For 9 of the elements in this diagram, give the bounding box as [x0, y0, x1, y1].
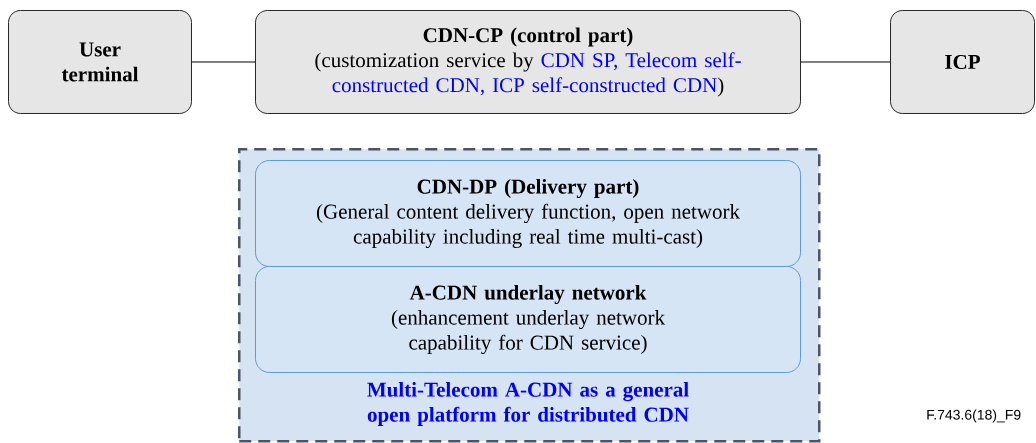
connector-line: [191, 61, 256, 63]
figure-id: F.743.6(18)_F9: [927, 409, 1021, 423]
connector-line: [800, 61, 891, 63]
platform-caption: Multi-Telecom A-CDN as a general open platform for distributed CDN: [367, 381, 689, 426]
process-box: CDN-CP (control part) (customization service by CDN SP, Telecom self-constructed CDN, ICP self-constructed CDN): [255, 10, 801, 114]
process-box: ICP: [890, 10, 1035, 114]
layer-box: A-CDN underlay network (enhancement underlay network capability for CDN service): [255, 266, 801, 373]
layer-box: CDN-DP (Delivery part) (General content delivery function, open network capability including real time multi-cast): [255, 160, 801, 267]
process-box: User terminal: [8, 10, 192, 114]
